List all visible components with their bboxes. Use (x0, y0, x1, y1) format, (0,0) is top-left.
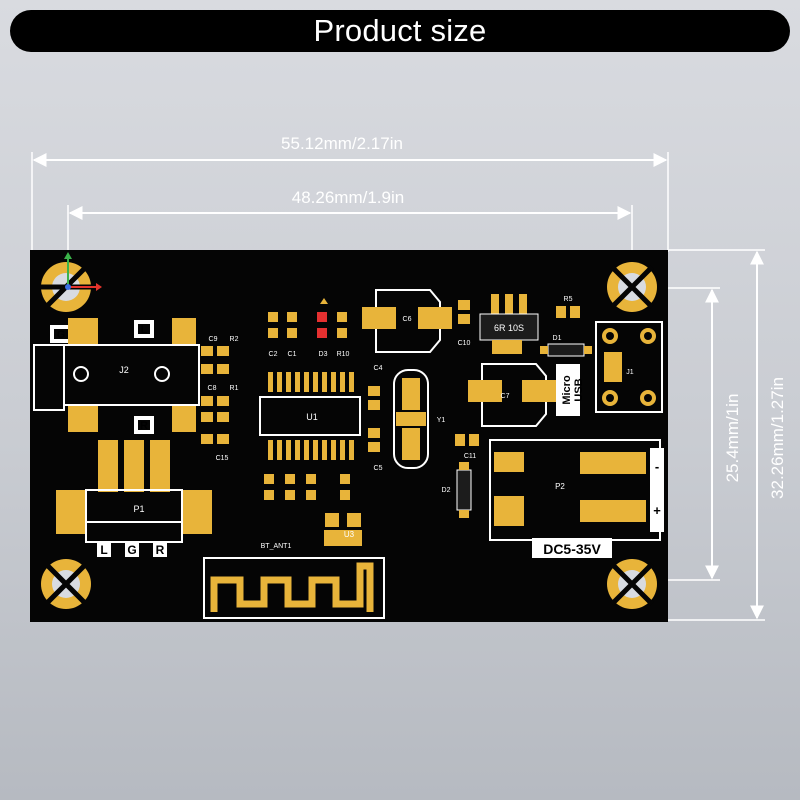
chip-u3: U3 (324, 513, 362, 546)
passives-top (268, 298, 347, 338)
c8-label: C8 (208, 385, 217, 392)
c15-label: C15 (216, 455, 229, 462)
regulator-ic: 6R 10S (479, 294, 539, 354)
usb-label: USB (573, 378, 585, 401)
c7-label: C7 (501, 393, 510, 400)
page-title: Product size (313, 13, 487, 48)
r2-label: R2 (230, 336, 239, 343)
p2-label: P2 (555, 482, 565, 491)
c11-label: C11 (464, 453, 476, 460)
mounting-hole-bottom-right (607, 559, 657, 609)
p1-l-label: L (100, 543, 107, 557)
mounting-hole-bottom-left (41, 559, 91, 609)
j2-g-label: G (57, 329, 66, 341)
bt-ant-label: BT_ANT1 (261, 543, 292, 550)
bluetooth-antenna (203, 557, 385, 619)
diode-d1: D1 (540, 335, 592, 357)
hole-height-label: 25.4mm/1in (723, 394, 742, 483)
audio-jack-j2: G L R J2 (33, 318, 200, 434)
j2-label: J2 (119, 365, 129, 375)
c2-label: C2 (269, 351, 278, 358)
capacitor-c7: C7 (468, 363, 556, 427)
micro-label: Micro (561, 375, 573, 405)
passives-c4-c5 (368, 386, 380, 452)
u1-label: U1 (306, 412, 318, 422)
p1-r-label: R (156, 543, 165, 557)
dimension-total-height (668, 249, 765, 621)
total-height-label: 32.26mm/1.27in (768, 377, 787, 499)
crystal-y1: Y1 (393, 369, 446, 469)
hole-width-label: 48.26mm/1.9in (292, 188, 404, 207)
passives-left (201, 346, 229, 444)
d2-label: D2 (442, 487, 451, 494)
u3-label: U3 (344, 530, 355, 539)
c10-label: C10 (458, 340, 471, 347)
j1-label: J1 (626, 369, 634, 376)
chip-u1: U1 (259, 372, 361, 460)
j2-r-label: R (140, 420, 148, 432)
dimension-total-width (31, 152, 669, 252)
d1-label: D1 (553, 335, 562, 342)
c4-label: C4 (374, 365, 383, 372)
c5-label: C5 (374, 465, 383, 472)
diode-d2: D2 (442, 462, 472, 518)
c6-label: C6 (403, 316, 412, 323)
resistor-r5: R5 (556, 296, 580, 318)
total-width-label: 55.12mm/2.17in (281, 134, 403, 153)
d3-label: D3 (319, 351, 328, 358)
capacitor-c10 (458, 300, 470, 324)
capacitor-c6: C6 (362, 289, 452, 353)
r1-label: R1 (230, 385, 239, 392)
voltage-label: DC5-35V (543, 541, 601, 557)
title-bar: Product size (10, 10, 790, 52)
c9-label: C9 (209, 336, 218, 343)
capacitor-c11 (455, 434, 479, 446)
y1-label: Y1 (437, 417, 446, 424)
c1-label: C1 (288, 351, 297, 358)
connector-p1: P1 L G R (56, 440, 212, 557)
mounting-hole-top-right (607, 262, 657, 312)
p2-plus-label: + (653, 503, 661, 518)
p1-label: P1 (133, 504, 144, 514)
p2-minus-label: - (655, 459, 659, 474)
power-connector-p2: - + P2 DC5-35V (489, 439, 664, 558)
j2-l-label: L (141, 324, 148, 336)
p1-g-label: G (127, 543, 136, 557)
origin-axis-icon (64, 252, 102, 291)
regulator-marking: 6R 10S (494, 323, 524, 333)
r10-label: R10 (337, 351, 350, 358)
micro-usb-connector-j1: J1 (595, 321, 663, 413)
micro-usb-label: Micro USB (556, 364, 585, 416)
passives-bottom (264, 474, 350, 500)
r5-label: R5 (564, 296, 573, 303)
